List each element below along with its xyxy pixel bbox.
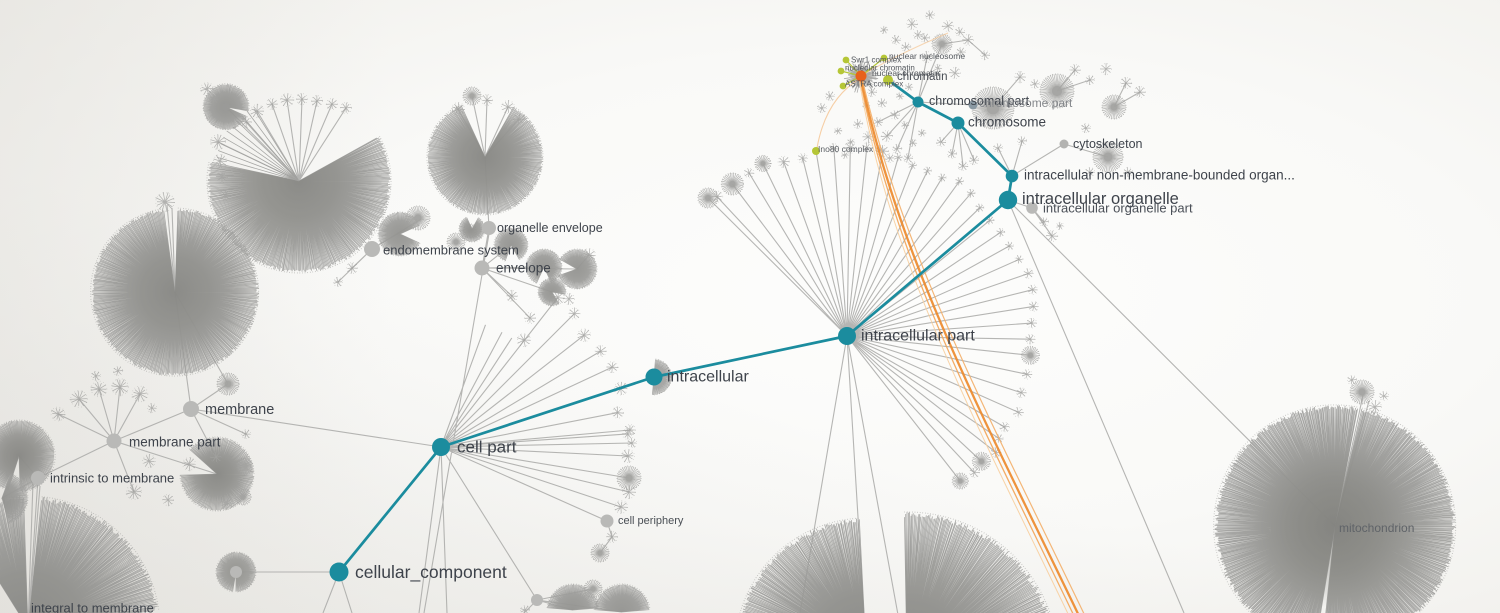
svg-text:intracellular organelle: intracellular organelle: [1022, 190, 1179, 208]
svg-text:nuclear chromatin: nuclear chromatin: [872, 68, 940, 78]
svg-text:endomembrane system: endomembrane system: [383, 243, 519, 258]
svg-text:envelope: envelope: [496, 261, 551, 276]
svg-text:intracellular part: intracellular part: [861, 328, 975, 345]
svg-text:membrane part: membrane part: [129, 435, 221, 450]
svg-text:integral to membrane: integral to membrane: [31, 601, 154, 613]
svg-text:Ino80 complex: Ino80 complex: [818, 144, 874, 154]
svg-text:chromosome: chromosome: [968, 115, 1046, 130]
svg-text:chromatin: chromatin: [897, 71, 948, 83]
svg-text:nucleolar chromatin: nucleolar chromatin: [845, 64, 915, 73]
svg-text:cytoskeleton: cytoskeleton: [1073, 137, 1143, 151]
svg-text:intracellular: intracellular: [667, 369, 749, 386]
svg-text:cell periphery: cell periphery: [618, 515, 684, 527]
svg-text:mitochondrion: mitochondrion: [1339, 521, 1414, 535]
svg-text:nuclear nucleosome: nuclear nucleosome: [889, 51, 965, 61]
svg-text:intracellular organelle part: intracellular organelle part: [1043, 201, 1193, 216]
svg-text:chromosomal part: chromosomal part: [929, 94, 1030, 108]
svg-text:Swr1 complex: Swr1 complex: [851, 56, 901, 65]
svg-text:intrinsic to membrane: intrinsic to membrane: [50, 471, 174, 486]
svg-text:cellular_component: cellular_component: [355, 562, 507, 583]
svg-text:cell part: cell part: [457, 438, 517, 457]
svg-text:intracellular non-membrane-bou: intracellular non-membrane-bounded organ…: [1024, 168, 1295, 183]
svg-text:chromosome part: chromosome part: [979, 96, 1073, 110]
svg-text:ASTRA complex: ASTRA complex: [845, 80, 903, 89]
svg-text:organelle envelope: organelle envelope: [497, 221, 603, 235]
svg-text:membrane: membrane: [205, 402, 274, 418]
